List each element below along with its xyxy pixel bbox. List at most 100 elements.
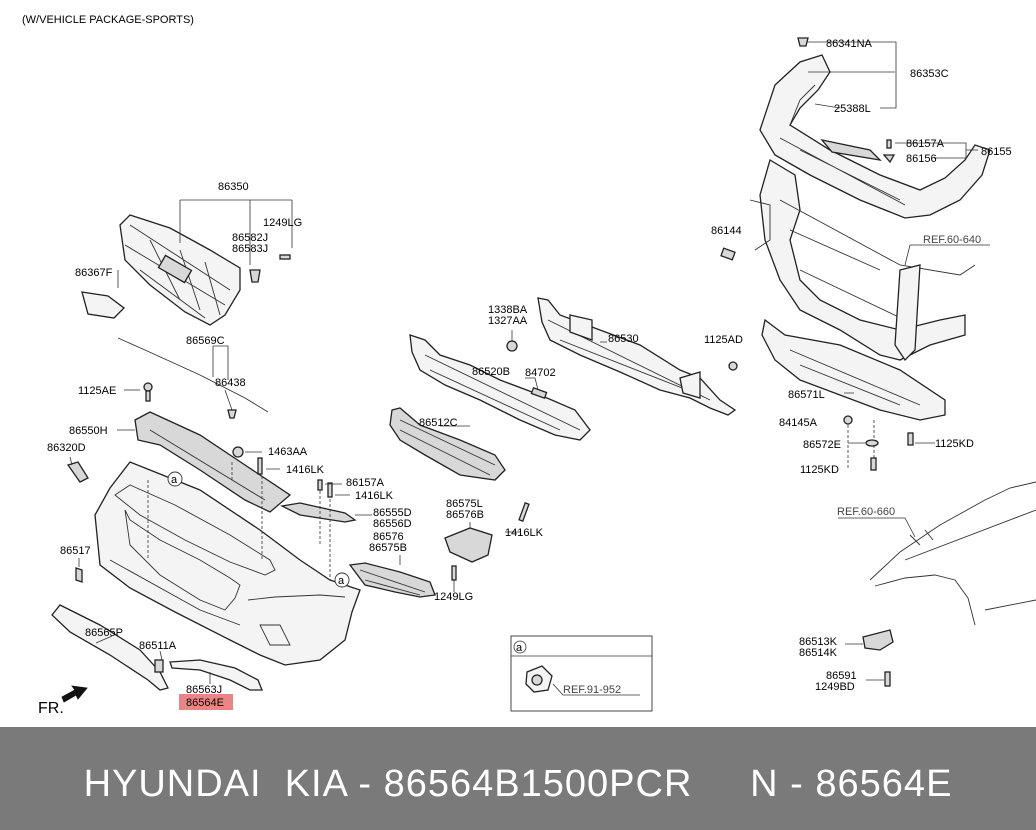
label-86591: 86591 xyxy=(826,670,857,682)
bolt-1125AD xyxy=(728,361,738,371)
bolt-1338BA xyxy=(506,340,518,352)
part-number-banner: HYUNDAI KIA - 86564B1500PCR N - 86564E xyxy=(0,727,1036,830)
ref-60-640: REF.60-640 xyxy=(923,234,981,246)
absorber-86520B xyxy=(409,334,591,441)
callout-a-2: a xyxy=(338,575,345,587)
screw-86157A-mid xyxy=(317,479,323,491)
emblem-86367F xyxy=(81,291,125,319)
label-86564E-highlighted: 86564E xyxy=(186,697,224,709)
fastener-86157A-top xyxy=(886,139,892,149)
fog-cover-86563J xyxy=(169,659,263,691)
callout-a-marker-2 xyxy=(334,572,350,588)
part-number-text: HYUNDAI KIA - 86564B1500PCR N - 86564E xyxy=(83,763,953,805)
label-86571L: 86571L xyxy=(788,389,825,401)
label-86144: 86144 xyxy=(711,225,742,237)
callout-a-marker-1 xyxy=(167,471,183,487)
fog-grille-86576 xyxy=(348,562,436,598)
label-86576: 86576 xyxy=(373,531,404,543)
screw-1249LG-low xyxy=(451,565,457,581)
callout-a-1: a xyxy=(171,474,178,486)
bracket-86555D xyxy=(279,502,357,523)
label-86353C: 86353C xyxy=(910,68,949,80)
label-1416LK-c: 1416LK xyxy=(505,527,544,539)
label-86572E: 86572E xyxy=(803,439,841,451)
label-1249BD: 1249BD xyxy=(815,681,855,693)
radiator-grille-86350 xyxy=(119,214,241,326)
label-86517: 86517 xyxy=(60,545,91,557)
label-1327AA: 1327AA xyxy=(488,315,528,327)
front-direction-arrow xyxy=(61,685,88,703)
clip-84702 xyxy=(530,386,548,400)
lower-lip-86565P xyxy=(51,604,169,691)
label-1125AD: 1125AD xyxy=(704,334,743,346)
moulding-86569C xyxy=(117,337,269,413)
bolt-1125AE xyxy=(143,382,153,402)
cover-86517 xyxy=(75,567,83,583)
label-86438: 86438 xyxy=(215,377,246,389)
label-1249LG-low: 1249LG xyxy=(434,591,473,603)
radiator-support-frame xyxy=(749,159,976,362)
highlight-86564E xyxy=(179,694,233,710)
label-86367F: 86367F xyxy=(75,267,113,279)
ref-60-660: REF.60-660 xyxy=(837,506,895,518)
label-86556D: 86556D xyxy=(373,518,412,530)
label-86576B: 86576B xyxy=(446,509,484,521)
fastener-86156 xyxy=(882,154,896,164)
fastener-86341NA xyxy=(797,37,809,47)
fastener-86511A xyxy=(154,659,164,673)
radiator-support-upper xyxy=(759,54,991,219)
label-86157A-mid: 86157A xyxy=(346,477,385,489)
label-86550H: 86550H xyxy=(69,425,108,437)
detail-box-a xyxy=(510,635,653,712)
label-1416LK-b: 1416LK xyxy=(355,490,394,502)
fastener-86572E xyxy=(865,439,879,447)
label-86563J: 86563J xyxy=(186,684,222,696)
label-86569C: 86569C xyxy=(186,335,225,347)
label-86512C: 86512C xyxy=(419,417,458,429)
bolt-1416LK-b xyxy=(327,482,333,498)
label-1125KD-b: 1125KD xyxy=(800,464,839,476)
label-86156: 86156 xyxy=(906,153,937,165)
label-25388L: 25388L xyxy=(834,103,871,115)
label-1249LG-top: 1249LG xyxy=(263,217,302,229)
bracket-86550H xyxy=(134,411,292,513)
trim-86320D xyxy=(66,461,89,483)
clip-86582J xyxy=(249,269,261,283)
direction-label: FR. xyxy=(38,700,64,717)
label-86511A: 86511A xyxy=(139,640,177,652)
label-86350: 86350 xyxy=(218,181,249,193)
label-1338BA: 1338BA xyxy=(488,304,528,316)
bolt-1416LK-c xyxy=(518,502,530,522)
label-86575B: 86575B xyxy=(369,542,407,554)
grille-lower-86512C xyxy=(389,407,506,481)
label-86583J: 86583J xyxy=(232,243,268,255)
label-86157A-top: 86157A xyxy=(906,138,945,150)
label-86575L: 86575L xyxy=(446,498,483,510)
bracket-86513K xyxy=(862,629,894,651)
screw-86591 xyxy=(884,671,891,687)
fender-outline xyxy=(869,481,1036,626)
fastener-84145A xyxy=(843,415,853,425)
label-84702: 84702 xyxy=(525,367,556,379)
label-86513K: 86513K xyxy=(799,636,838,648)
bracket-86575L xyxy=(444,527,493,563)
header-note: (W/VEHICLE PACKAGE-SPORTS) xyxy=(22,14,194,26)
label-84145A: 84145A xyxy=(779,417,818,429)
label-86320D: 86320D xyxy=(47,442,86,454)
label-1125AE: 1125AE xyxy=(78,385,116,397)
label-86582J: 86582J xyxy=(232,232,268,244)
bracket-86144 xyxy=(720,247,736,261)
parts-diagram: (W/VEHICLE PACKAGE-SPORTS) 86341NA 86353… xyxy=(22,14,1036,717)
screw-1249LG-top xyxy=(279,254,291,260)
label-86565P: 86565P xyxy=(85,627,123,639)
bumper-cover-86511A xyxy=(94,461,361,666)
label-86530: 86530 xyxy=(608,333,639,345)
label-1125KD-a: 1125KD xyxy=(935,438,974,450)
ref-91-952: REF.91-952 xyxy=(563,684,621,696)
label-86520B: 86520B xyxy=(472,366,510,378)
label-1463AA: 1463AA xyxy=(268,446,308,458)
label-1416LK-a: 1416LK xyxy=(286,464,325,476)
bolt-1416LK-a xyxy=(257,457,263,475)
label-86341NA: 86341NA xyxy=(826,38,873,50)
label-86555D: 86555D xyxy=(373,507,412,519)
